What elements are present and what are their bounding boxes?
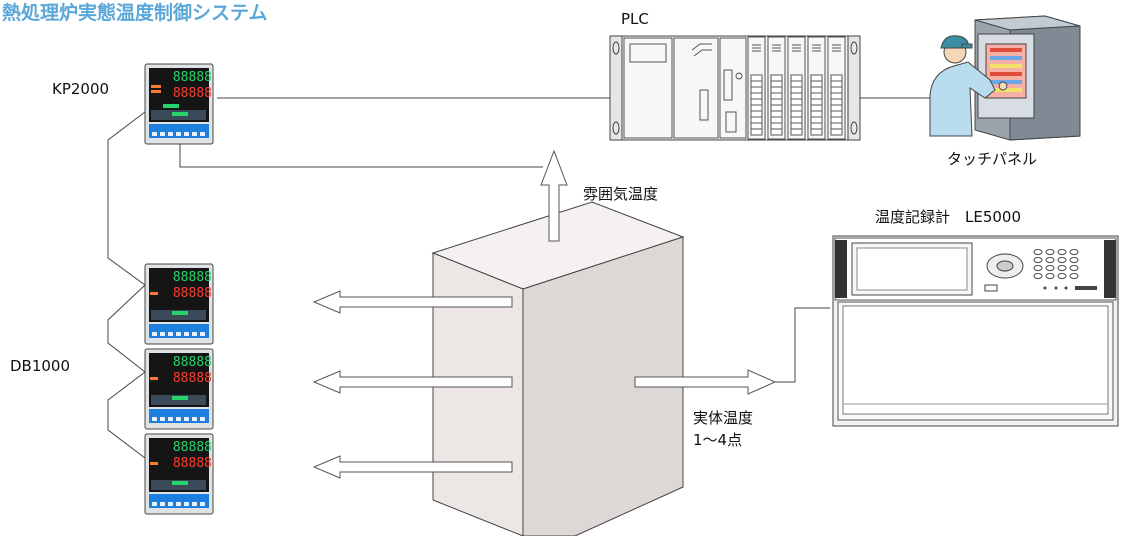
feedback-arrow-3 bbox=[312, 455, 513, 479]
furnace bbox=[431, 201, 685, 536]
plc-label: PLC bbox=[621, 10, 649, 28]
db1000-controller-1: 88888 88888 bbox=[144, 263, 214, 345]
kp2000-pv-display: 88888 bbox=[173, 70, 212, 85]
actual-temp-line2: 1〜4点 bbox=[693, 431, 743, 449]
kp2000-label: KP2000 bbox=[52, 80, 110, 98]
db1000-2-pv-display: 88888 bbox=[173, 355, 212, 370]
touch-panel bbox=[929, 15, 1081, 141]
db1000-1-pv-display: 88888 bbox=[173, 270, 212, 285]
feedback-arrows bbox=[312, 290, 777, 479]
db1000-3-sv-display: 88888 bbox=[173, 456, 212, 471]
recorder-arrow bbox=[634, 369, 777, 395]
connection-lines bbox=[107, 97, 935, 459]
db1000-label: DB1000 bbox=[10, 357, 71, 375]
atmosphere-temp-arrow bbox=[540, 149, 568, 242]
plc-unit bbox=[609, 35, 861, 141]
recorder-label: 温度記録計 LE5000 bbox=[875, 208, 1022, 226]
temperature-recorder bbox=[832, 235, 1119, 427]
actual-temp-label: 実体温度 1〜4点 bbox=[693, 407, 753, 451]
db1000-controller-3: 88888 88888 bbox=[144, 433, 214, 515]
atmosphere-temp-label: 雰囲気温度 bbox=[583, 185, 659, 203]
db1000-3-pv-display: 88888 bbox=[173, 440, 212, 455]
kp2000-sv-display: 88888 bbox=[173, 86, 212, 101]
feedback-arrow-2 bbox=[312, 370, 513, 394]
actual-temp-line1: 実体温度 bbox=[693, 409, 754, 427]
page-title: 熱処理炉実態温度制御システム bbox=[2, 2, 268, 24]
db1000-2-sv-display: 88888 bbox=[173, 371, 212, 386]
db1000-controller-2: 88888 88888 bbox=[144, 348, 214, 430]
kp2000-controller: 88888 88888 bbox=[144, 63, 214, 145]
touch-panel-label: タッチパネル bbox=[947, 150, 1038, 168]
feedback-arrow-1 bbox=[312, 290, 513, 314]
db1000-1-sv-display: 88888 bbox=[173, 286, 212, 301]
